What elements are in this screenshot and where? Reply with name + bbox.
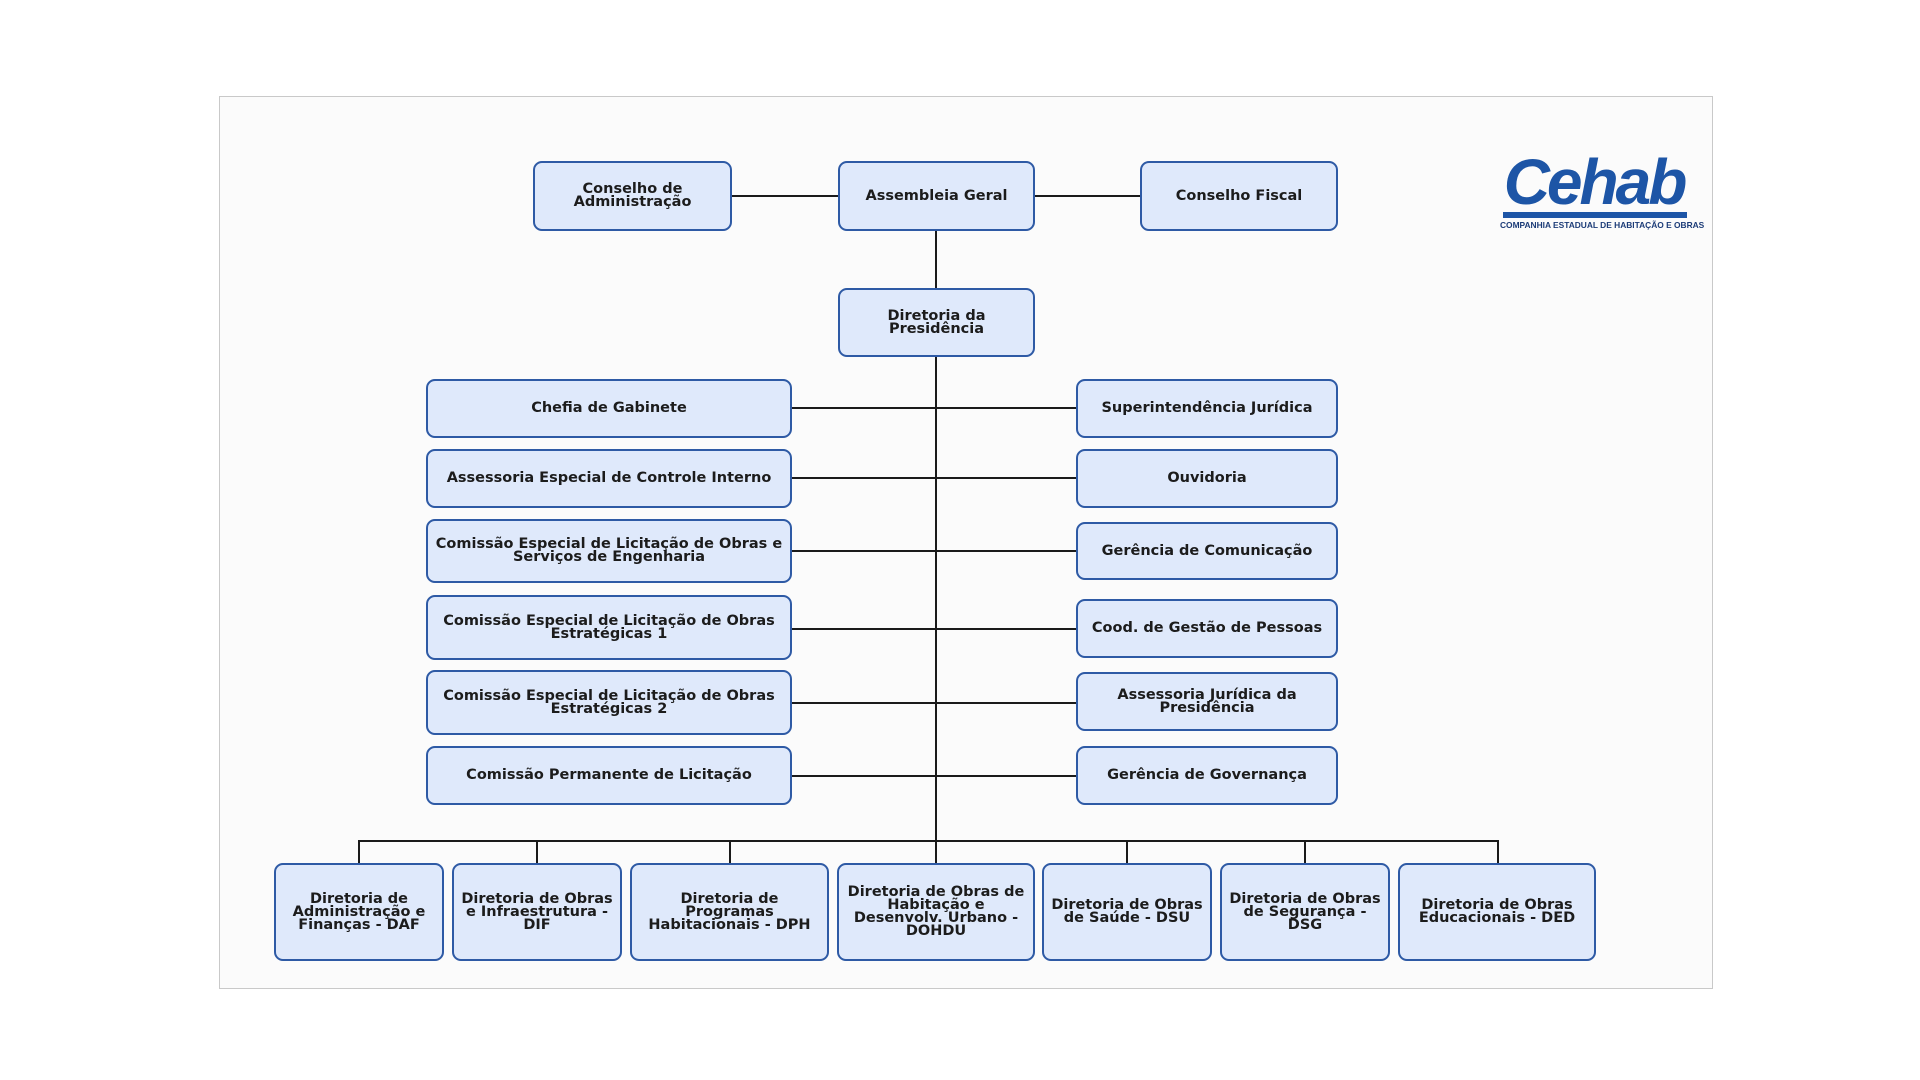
node-comissao-estrategicas-2: Comissão Especial de Licitação de Obras … — [426, 670, 792, 735]
node-diretoria-dph: Diretoria de Programas Habitacionais - D… — [630, 863, 829, 961]
node-label: Diretoria de Obras de Segurança - DSG — [1229, 890, 1381, 933]
node-label: Diretoria da Presidência — [887, 307, 986, 337]
node-label: Gerência de Comunicação — [1101, 542, 1313, 559]
node-label: Diretoria de Obras de Saúde - DSU — [1051, 897, 1203, 926]
node-label: Assembleia Geral — [865, 187, 1008, 204]
node-label: Superintendência Jurídica — [1101, 400, 1313, 416]
node-assessoria-juridica-presidencia: Assessoria Jurídica da Presidência — [1076, 672, 1338, 731]
node-diretoria-daf: Diretoria de Administração e Finanças - … — [274, 863, 444, 961]
node-label: Comissão Especial de Licitação de Obras … — [435, 536, 783, 565]
node-label: Diretoria de Obras de Habitação e Desenv… — [847, 884, 1025, 939]
node-diretoria-presidencia: Diretoria da Presidência — [838, 288, 1035, 357]
node-conselho-fiscal: Conselho Fiscal — [1140, 161, 1338, 231]
node-label: Comissão Especial de Licitação de Obras … — [443, 612, 775, 642]
cehab-logo: Cehab COMPANHIA ESTADUAL DE HABITAÇÃO E … — [1500, 146, 1705, 234]
node-label: Conselho Fiscal — [1175, 187, 1303, 204]
node-label: Gerência de Governança — [1107, 767, 1307, 783]
node-gestao-pessoas: Cood. de Gestão de Pessoas — [1076, 599, 1338, 658]
node-superintendencia-juridica: Superintendência Jurídica — [1076, 379, 1338, 438]
node-assessoria-controle-interno: Assessoria Especial de Controle Interno — [426, 449, 792, 508]
node-diretoria-dif: Diretoria de Obras e Infraestrutura - DI… — [452, 863, 622, 961]
node-label: Comissão Permanente de Licitação — [466, 767, 752, 783]
node-label: Assessoria Especial de Controle Interno — [446, 470, 772, 486]
node-diretoria-dsu: Diretoria de Obras de Saúde - DSU — [1042, 863, 1212, 961]
node-label: Diretoria de Programas Habitacionais - D… — [648, 890, 811, 933]
logo-subtitle: COMPANHIA ESTADUAL DE HABITAÇÃO E OBRAS — [1500, 220, 1705, 230]
node-diretoria-dsg: Diretoria de Obras de Segurança - DSG — [1220, 863, 1390, 961]
node-ouvidoria: Ouvidoria — [1076, 449, 1338, 508]
node-diretoria-ded: Diretoria de Obras Educacionais - DED — [1398, 863, 1596, 961]
node-label: Conselho de Administração — [573, 181, 692, 210]
node-label: Diretoria de Obras Educacionais - DED — [1418, 897, 1576, 926]
node-label: Chefia de Gabinete — [531, 400, 687, 416]
node-diretoria-dohdu: Diretoria de Obras de Habitação e Desenv… — [837, 863, 1035, 961]
node-comissao-permanente: Comissão Permanente de Licitação — [426, 746, 792, 805]
node-label: Comissão Especial de Licitação de Obras … — [443, 687, 775, 717]
node-label: Diretoria de Administração e Finanças - … — [292, 890, 426, 933]
node-conselho-administracao: Conselho de Administração — [533, 161, 732, 231]
node-label: Cood. de Gestão de Pessoas — [1091, 620, 1323, 636]
node-gerencia-comunicacao: Gerência de Comunicação — [1076, 522, 1338, 580]
logo-wordmark: Cehab — [1503, 146, 1688, 218]
node-chefia-gabinete: Chefia de Gabinete — [426, 379, 792, 438]
node-label: Diretoria de Obras e Infraestrutura - DI… — [461, 890, 613, 933]
node-gerencia-governanca: Gerência de Governança — [1076, 746, 1338, 805]
node-label: Ouvidoria — [1167, 470, 1247, 486]
node-comissao-estrategicas-1: Comissão Especial de Licitação de Obras … — [426, 595, 792, 660]
node-label: Assessoria Jurídica da Presidência — [1117, 686, 1297, 716]
logo-underline — [1503, 212, 1687, 218]
node-comissao-obras-engenharia: Comissão Especial de Licitação de Obras … — [426, 519, 792, 583]
node-assembleia-geral: Assembleia Geral — [838, 161, 1035, 231]
